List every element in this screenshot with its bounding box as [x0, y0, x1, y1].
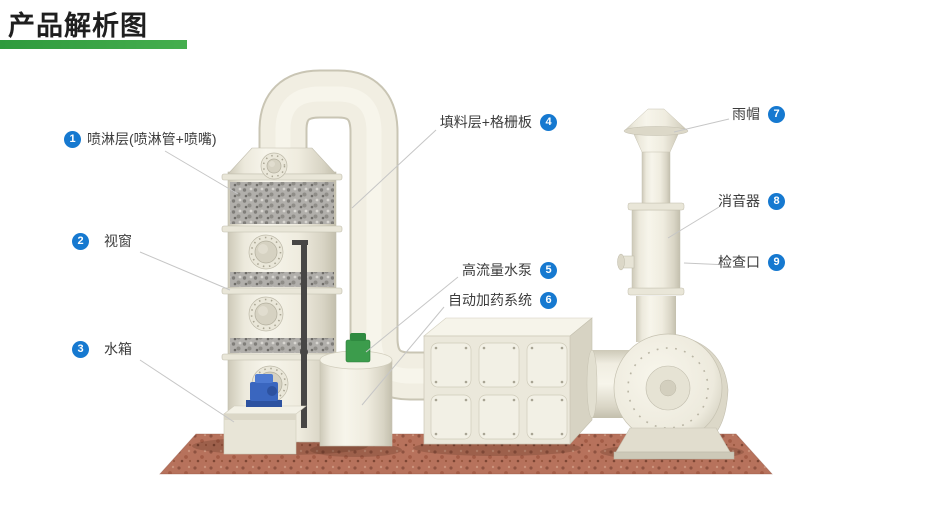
filter-box-panels	[430, 342, 568, 440]
callout-label-rain-cap: 雨帽	[732, 106, 760, 122]
spray-tower	[221, 147, 343, 443]
inspection-port-stub	[617, 253, 635, 271]
fan-base	[613, 427, 735, 460]
callout-viewing-window: 2 视窗	[72, 231, 132, 251]
callout-badge-3: 3	[72, 340, 89, 358]
callout-inspection-port: 检查口 9	[718, 252, 785, 272]
callout-label-water-tank: 水箱	[104, 341, 132, 357]
callout-badge-4: 4	[540, 113, 557, 131]
callout-badge-6: 6	[540, 291, 557, 309]
centrifugal-fan	[613, 333, 729, 443]
callout-label-inspection-port: 检查口	[718, 254, 760, 270]
page-title: 产品解析图	[8, 11, 148, 41]
callout-label-silencer: 消音器	[718, 193, 760, 209]
leader-lines	[139, 118, 730, 423]
tower-porthole-middle	[248, 296, 284, 332]
callout-packing-layer: 填料层+格栅板 4	[440, 112, 557, 132]
callout-badge-1: 1	[64, 130, 81, 148]
spray-water-pipe	[292, 240, 308, 428]
callout-badge-9: 9	[768, 253, 785, 271]
callout-label-high-flow-pump: 高流量水泵	[462, 262, 532, 278]
dosing-pump	[345, 333, 371, 363]
tower-flanges	[221, 173, 343, 361]
callout-label-viewing-window: 视窗	[104, 233, 132, 249]
dosing-tank	[319, 350, 393, 447]
rain-cap	[623, 108, 689, 153]
stack-silencer	[627, 149, 685, 342]
filter-box	[423, 317, 593, 445]
callout-badge-5: 5	[540, 261, 557, 279]
filter-box-bolts	[434, 346, 564, 436]
title-underline	[0, 40, 187, 49]
tower-packing-layers	[230, 182, 334, 353]
callout-label-spray-layer: 喷淋层(喷淋管+喷嘴)	[87, 131, 217, 147]
callout-auto-dosing-system: 自动加药系统 6	[448, 290, 557, 310]
callout-silencer: 消音器 8	[718, 191, 785, 211]
tower-sump-tank	[223, 405, 307, 455]
tower-porthole-upper	[248, 234, 284, 270]
circulation-pump	[246, 374, 282, 407]
callout-spray-layer: 1 喷淋层(喷淋管+喷嘴)	[64, 129, 217, 149]
callout-badge-2: 2	[72, 232, 89, 250]
tower-porthole-top	[260, 152, 288, 180]
callout-high-flow-pump: 高流量水泵 5	[462, 260, 557, 280]
callout-label-auto-dosing-system: 自动加药系统	[448, 292, 532, 308]
callout-rain-cap: 雨帽 7	[732, 104, 785, 124]
callout-water-tank: 3 水箱	[72, 339, 132, 359]
callout-label-packing-layer: 填料层+格栅板	[439, 114, 532, 130]
callout-badge-8: 8	[768, 192, 785, 210]
callout-badge-7: 7	[768, 105, 785, 123]
